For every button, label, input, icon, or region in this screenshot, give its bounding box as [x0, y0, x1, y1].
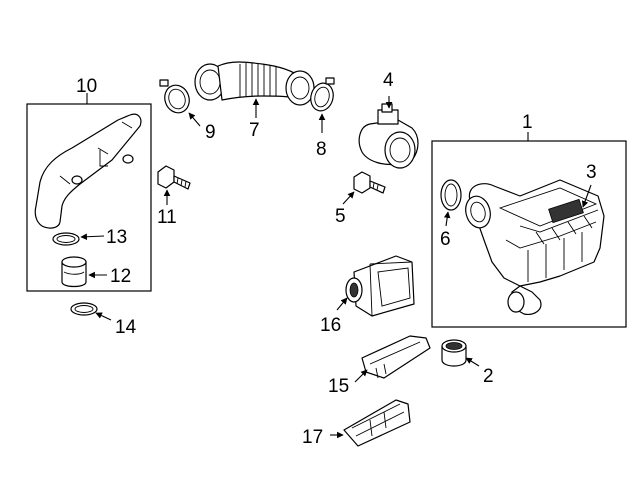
callout-14: 14 — [115, 317, 137, 338]
clamp-13-part[interactable] — [52, 232, 105, 246]
shield-17-part[interactable] — [330, 399, 411, 447]
callout-6: 6 — [440, 229, 451, 250]
cover-15-part[interactable] — [354, 335, 431, 383]
bolt-5-part[interactable] — [342, 171, 386, 205]
callout-11: 11 — [157, 207, 177, 228]
callout-5: 5 — [335, 206, 346, 227]
callout-12: 12 — [110, 266, 131, 287]
callout-17: 17 — [302, 427, 323, 448]
callout-10: 10 — [76, 76, 97, 97]
clamp-14-part[interactable] — [70, 302, 112, 321]
air-duct-7-part[interactable] — [194, 61, 315, 118]
resonator-16-part[interactable] — [336, 255, 415, 317]
air-cleaner-housing-part[interactable] — [462, 179, 605, 315]
callout-16: 16 — [320, 315, 341, 336]
callout-7: 7 — [249, 120, 260, 141]
callout-15: 15 — [328, 376, 349, 397]
cap-2-part[interactable] — [441, 339, 480, 367]
callout-1: 1 — [522, 112, 533, 133]
coupler-12-part[interactable] — [61, 256, 107, 288]
maf-sensor-4-part[interactable] — [358, 96, 419, 169]
callout-4: 4 — [383, 70, 394, 91]
seal-6-part[interactable] — [440, 179, 462, 227]
clamp-9-part[interactable] — [159, 79, 201, 127]
group-box-10 — [26, 93, 152, 292]
group-box-1 — [431, 132, 627, 328]
intake-tube-part[interactable] — [34, 113, 142, 229]
bolt-11-part[interactable] — [157, 165, 191, 205]
callout-2: 2 — [483, 366, 494, 387]
callout-13: 13 — [106, 227, 127, 248]
callout-3: 3 — [586, 162, 597, 183]
callout-9: 9 — [205, 122, 216, 143]
clamp-8-part[interactable] — [308, 77, 336, 133]
callout-8: 8 — [316, 139, 327, 160]
